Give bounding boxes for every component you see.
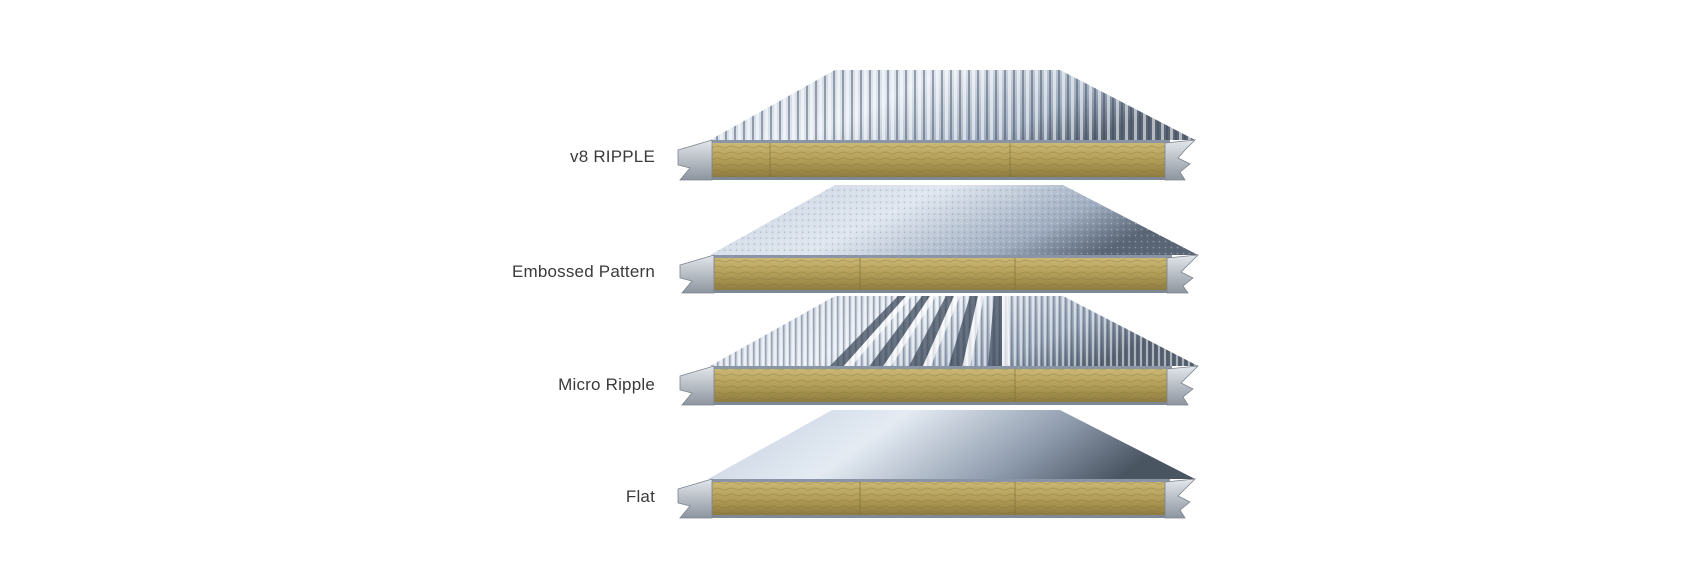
panel-flat-right-joint bbox=[1164, 478, 1197, 519]
panel-micro-ripple-insulation-texture bbox=[712, 369, 1167, 402]
panel-label-v8-ripple: v8 RIPPLE bbox=[570, 147, 655, 166]
panel-v8-ripple-right-joint bbox=[1164, 139, 1197, 181]
panel-embossed-right-joint bbox=[1166, 254, 1200, 294]
panel-micro-ripple-left-joint bbox=[679, 365, 715, 406]
panel-embossed-pattern bbox=[679, 185, 1200, 294]
panel-flat bbox=[677, 410, 1197, 519]
panel-micro-ripple-bottom-sheet bbox=[712, 402, 1167, 405]
panel-v8-ripple-ribs bbox=[710, 70, 1195, 140]
panel-micro-ripple-major-ribs bbox=[828, 296, 1010, 368]
panel-micro-ripple-right-joint bbox=[1166, 365, 1200, 406]
panel-micro-ripple-top-sheet-edge bbox=[712, 366, 1172, 369]
panel-label-micro-ripple: Micro Ripple bbox=[558, 375, 655, 394]
panel-embossed-insulation-texture bbox=[712, 258, 1167, 290]
panel-micro-ripple-fine-ribs bbox=[710, 296, 1198, 366]
panel-v8-ripple bbox=[677, 70, 1197, 181]
panel-embossed-bottom-sheet bbox=[712, 290, 1167, 293]
panel-v8-ripple-left-joint bbox=[677, 139, 713, 181]
panel-v8-ripple-insulation-texture bbox=[710, 143, 1165, 177]
panel-flat-top-sheet-edge bbox=[710, 479, 1170, 482]
panel-label-embossed-pattern: Embossed Pattern bbox=[511, 262, 655, 281]
panel-flat-top-surface bbox=[708, 410, 1195, 479]
panel-embossed-left-joint bbox=[679, 254, 715, 294]
panel-flat-left-joint bbox=[677, 478, 713, 519]
panel-v8-ripple-top-sheet-edge bbox=[710, 140, 1170, 143]
panel-flat-bottom-sheet bbox=[710, 515, 1165, 518]
panel-embossed-texture bbox=[710, 185, 1198, 255]
panel-v8-ripple-bottom-sheet bbox=[710, 177, 1165, 180]
panel-flat-insulation-texture bbox=[710, 482, 1165, 515]
panel-label-flat: Flat bbox=[625, 487, 655, 506]
panel-micro-ripple bbox=[679, 296, 1200, 406]
panel-embossed-top-sheet-edge bbox=[712, 255, 1172, 258]
